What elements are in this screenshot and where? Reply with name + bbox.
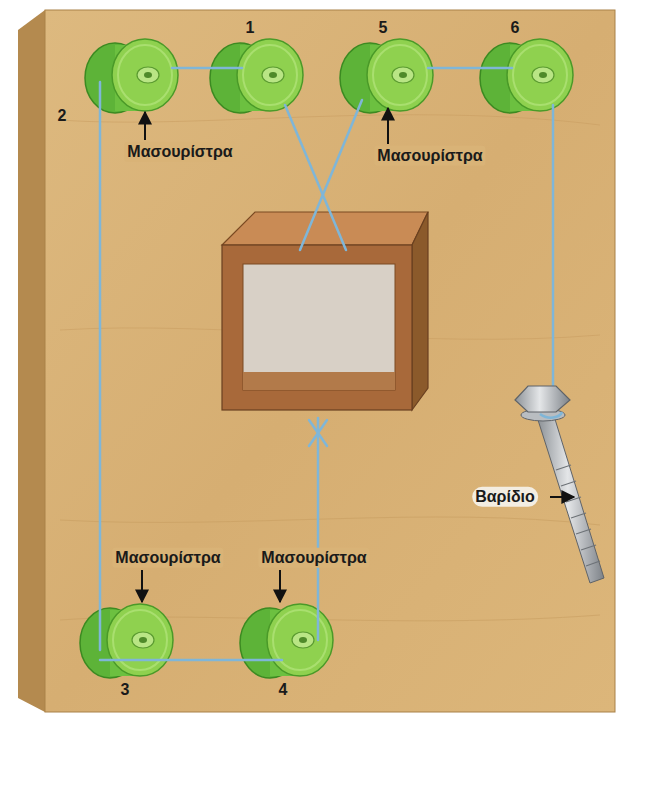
board-side: [18, 10, 45, 712]
string: [100, 68, 553, 660]
wood-grain: [60, 115, 600, 621]
box: [222, 212, 428, 410]
callout-number: 2: [55, 106, 70, 126]
spool: [340, 39, 433, 113]
callout-number: 1: [243, 18, 258, 38]
callout-number: 3: [118, 680, 133, 700]
spool: [80, 604, 173, 678]
part-label: Μασουρίστρα: [374, 146, 485, 166]
part-label: Μασουρίστρα: [124, 142, 235, 162]
callout-number: 4: [276, 680, 291, 700]
board: [45, 10, 615, 712]
part-label: Μασουρίστρα: [112, 548, 223, 568]
bolt: [515, 386, 604, 583]
spool: [480, 39, 573, 113]
callout-number: 5: [376, 18, 391, 38]
spool: [210, 39, 303, 113]
leader-arrows: [142, 108, 574, 602]
callout-number: 6: [508, 18, 523, 38]
part-label: Βαρίδιο: [472, 487, 538, 507]
part-label: Μασουρίστρα: [258, 548, 369, 568]
